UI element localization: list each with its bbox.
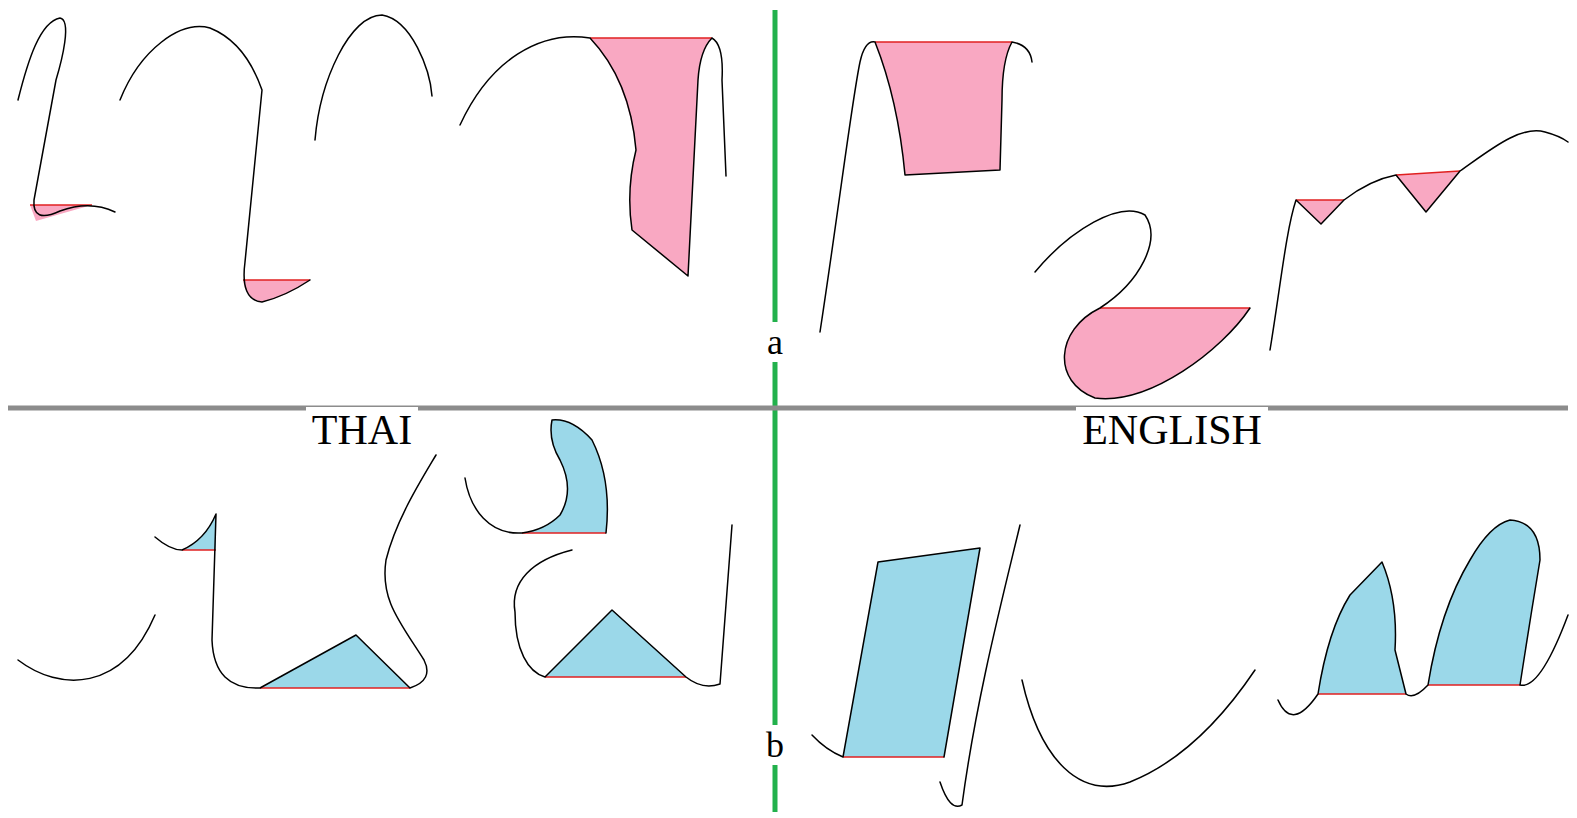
language-label: ENGLISH bbox=[1076, 407, 1268, 453]
panel-letter: b bbox=[760, 725, 790, 765]
grey-divider bbox=[8, 406, 1568, 411]
green-divider bbox=[773, 10, 778, 812]
panel-letter: a bbox=[761, 322, 789, 362]
language-label: THAI bbox=[306, 407, 418, 453]
